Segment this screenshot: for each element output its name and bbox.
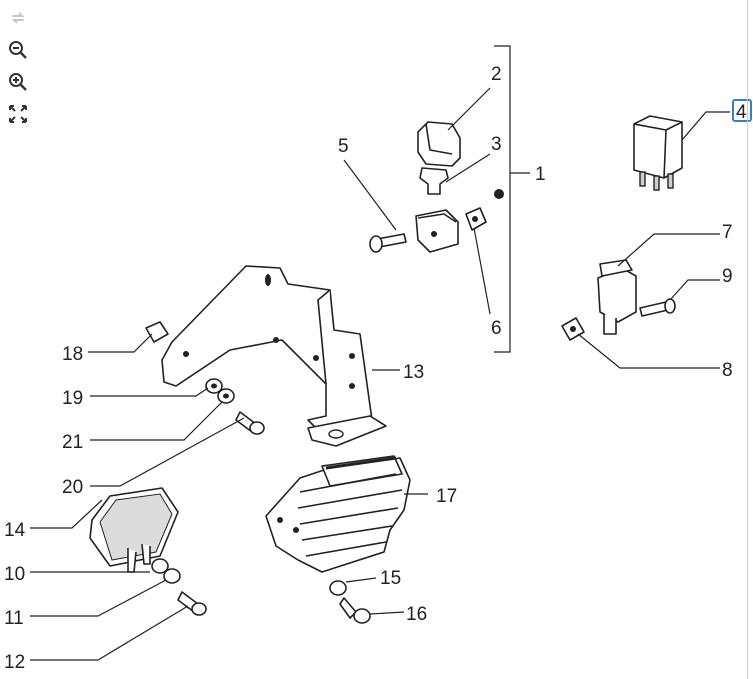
- part-18-nut: [145, 321, 169, 343]
- callout-20[interactable]: 20: [62, 477, 83, 498]
- callout-10[interactable]: 10: [4, 564, 25, 585]
- fit-screen-icon: [9, 105, 27, 123]
- callout-labels: 1 2 3 4 5 6 7 8 9 10 11 12 13 14 15 16 1…: [4, 64, 747, 673]
- callout-8[interactable]: 8: [722, 360, 733, 381]
- part-3-connector: [419, 167, 449, 195]
- zoom-out-button[interactable]: [4, 36, 32, 64]
- assembly-dot: [494, 189, 504, 199]
- part-5-screw: [369, 233, 407, 253]
- callout-7[interactable]: 7: [722, 222, 733, 243]
- part-15-washer: [329, 580, 347, 596]
- part-7-relay-base: [597, 259, 637, 335]
- callout-4-highlight: [732, 99, 752, 122]
- rotate-button[interactable]: [4, 4, 32, 32]
- part-16-screw: [339, 597, 371, 624]
- callout-13[interactable]: 13: [403, 362, 424, 383]
- callout-19[interactable]: 19: [62, 388, 83, 409]
- callout-5[interactable]: 5: [338, 136, 349, 157]
- part-4-relay: [633, 115, 683, 191]
- callout-14[interactable]: 14: [4, 520, 26, 541]
- zoom-out-icon: [9, 41, 27, 59]
- callout-21[interactable]: 21: [62, 432, 83, 453]
- callout-16[interactable]: 16: [406, 604, 427, 625]
- callout-2[interactable]: 2: [491, 64, 502, 85]
- callout-1[interactable]: 1: [535, 164, 546, 185]
- callout-4[interactable]: 4: [736, 102, 747, 123]
- part-11-washer: [163, 568, 181, 584]
- fit-screen-button[interactable]: [4, 100, 32, 128]
- part-9-screw: [639, 298, 676, 317]
- part-holder-block: [415, 209, 459, 253]
- part-20-screw: [235, 411, 265, 435]
- part-14-box: [89, 487, 179, 573]
- viewer-toolbar: [0, 0, 36, 138]
- viewer-edge: [747, 0, 753, 679]
- callout-17[interactable]: 17: [436, 486, 457, 507]
- part-13-bracket: [161, 265, 387, 447]
- zoom-in-button[interactable]: [4, 68, 32, 96]
- callout-15[interactable]: 15: [380, 568, 401, 589]
- callout-18[interactable]: 18: [62, 344, 83, 365]
- part-19-washer: [205, 378, 223, 394]
- callout-9[interactable]: 9: [722, 266, 733, 287]
- leader-lines: [30, 87, 730, 661]
- part-6-nut: [465, 207, 487, 231]
- callout-11[interactable]: 11: [4, 608, 24, 629]
- callout-3[interactable]: 3: [491, 134, 502, 155]
- zoom-in-icon: [9, 73, 27, 91]
- assembly-bracket-1: [494, 45, 530, 353]
- part-2-cap: [417, 121, 461, 167]
- part-21-washer: [217, 388, 235, 404]
- rotate-icon: [11, 12, 25, 24]
- callout-6[interactable]: 6: [491, 318, 502, 339]
- callout-12[interactable]: 12: [4, 652, 25, 673]
- part-17-regulator: [265, 455, 411, 573]
- part-12-screw: [177, 591, 207, 616]
- part-10-washer: [151, 558, 169, 574]
